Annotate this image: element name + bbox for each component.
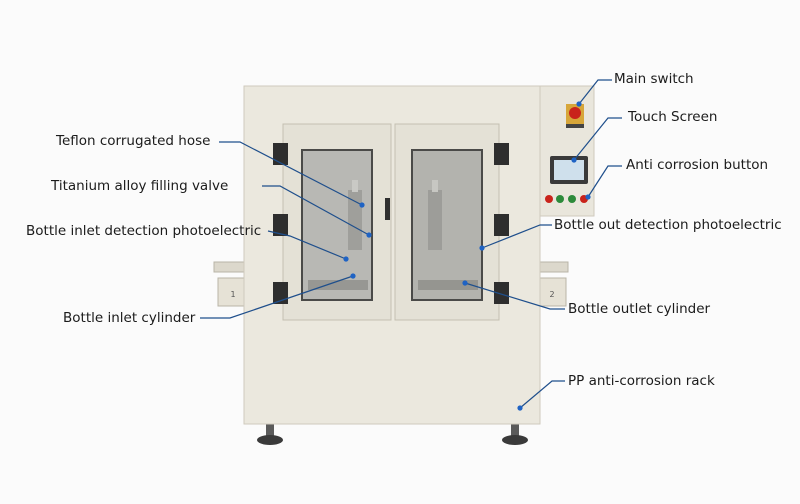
label-filling-valve: Titanium alloy filling valve bbox=[51, 178, 229, 194]
label-bottle-inlet-cylinder: Bottle inlet cylinder bbox=[63, 310, 196, 326]
interior-mechanism bbox=[308, 180, 478, 290]
label-pp-rack: PP anti-corrosion rack bbox=[568, 373, 715, 389]
left-plate-mark: 1 bbox=[230, 290, 235, 299]
main-switch bbox=[566, 104, 584, 128]
leveling-feet bbox=[257, 420, 528, 445]
door-handle bbox=[385, 198, 390, 220]
control-buttons bbox=[545, 195, 588, 203]
label-bottle-inlet-detection: Bottle inlet detection photoelectric bbox=[26, 223, 262, 239]
left-side-plate: 1 bbox=[213, 261, 249, 307]
leader-lines bbox=[200, 79, 622, 409]
label-anti-corrosion-button: Anti corrosion button bbox=[626, 157, 769, 173]
right-window bbox=[411, 149, 483, 301]
label-bottle-outlet-cylinder: Bottle outlet cylinder bbox=[568, 301, 711, 317]
label-teflon-hose: Teflon corrugated hose bbox=[56, 133, 211, 149]
marker-dots bbox=[343, 101, 591, 411]
label-touch-screen: Touch Screen bbox=[628, 109, 718, 125]
right-side-plate: 2 bbox=[537, 261, 569, 307]
right-plate-mark: 2 bbox=[549, 290, 554, 299]
label-bottle-out-detection: Bottle out detection photoelectric bbox=[554, 217, 782, 233]
control-panel bbox=[539, 85, 595, 217]
door-hinges bbox=[273, 143, 509, 304]
label-main-switch: Main switch bbox=[614, 71, 694, 87]
